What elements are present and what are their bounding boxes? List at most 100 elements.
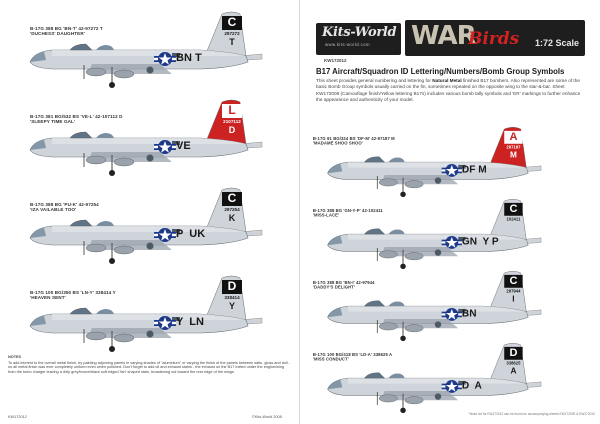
right-sheet: Kits-World www.kits-world.com WAR Birds … [300,0,600,424]
brand-url: www.kits-world.com [325,42,370,47]
brand-logo: Kits-World [322,25,397,40]
tail-sub-letter: Y [228,301,235,311]
b17-profile [29,11,263,88]
aircraft-name: 'DADDY'S DELIGHT' [312,285,356,290]
aircraft-designation: B-17G 388 BG 'BN-I' 42-97944 [312,280,375,285]
tail-serial: 338625 [506,360,521,366]
national-insignia [441,380,462,393]
b17-profile [327,126,542,198]
national-insignia [154,52,176,66]
national-insignia [441,308,462,321]
series-script: Birds [468,29,520,49]
tail-serial: 297944 [506,288,521,294]
tail-serial: 297272 [224,31,240,36]
fuselage-code: P UK [176,228,206,240]
aircraft-caption: B-17G 100 BG/350 BS 'LN-Y' 338414 Y'HEAV… [30,290,116,301]
aircraft-designation: B-17G 100 BG/350 BS 'LN-Y' 338414 Y [30,290,116,295]
b17-profile [29,275,263,352]
sheet-title: B17 Aircraft/Squadron ID Lettering/Numbe… [316,67,565,76]
aircraft-designation: B-17G 91 BG/324 BS 'DF-M' 42-97187 M [312,136,395,141]
fuselage-code: D A [461,380,482,392]
fuselage-code: BN T [176,52,202,64]
tail-letter: C [504,202,523,216]
aircraft-name: 'MISS-LACE' [312,213,340,218]
fuselage-code: GN Y P [461,236,499,248]
aircraft-designation: B-17G 388 BG 'BN-T' 42-97272 T [30,26,103,31]
aircraft-name: 'IZA VAILABLE TOO' [30,207,77,213]
aircraft-name: 'MADAME SHOO SHOO' [312,141,363,146]
aircraft-caption: B-17G 388 BG 'GN-Y-P' 42-102411'MISS-LAC… [313,208,383,218]
tail-serial: 297187 [506,144,521,150]
brand-box [316,23,401,55]
aircraft-caption: B-17G 388 BG 'BN-I' 42-97944'DADDY'S DEL… [313,280,375,290]
b17-profile [29,187,263,264]
fuselage-code: DF M [461,164,487,176]
tail-sub-letter: T [229,37,235,47]
national-insignia [441,164,462,177]
tail-letter: D [504,347,523,360]
tail-serial: 297254 [224,207,240,212]
tail-letter: A [504,130,523,144]
aircraft-designation: B-17G 100 BG/418 BS 'LD-A' 338625 A [312,352,393,357]
sheet-code: KW172012 [324,58,347,63]
aircraft-caption: B-17G 381 BG/532 BS 'VE-L' 42-107112 D'S… [30,114,123,125]
tail-letter: L [222,104,242,118]
tail-letter: D [222,280,242,294]
national-insignia [154,228,176,242]
tail-sub-letter: A [510,366,517,376]
aircraft-name: 'MISS CONDUCT' [312,357,349,362]
notes-block: NOTES To add interest to the overall met… [8,355,290,374]
series-box [405,20,585,56]
fuselage-code: BN [461,308,477,320]
tail-sub-letter: D [228,125,236,135]
desc-part2: finished B17 bombers. Also represented a… [316,78,581,103]
b17-profile [327,342,542,414]
tail-serial: 338414 [224,295,240,300]
national-insignia [154,140,176,154]
tail-sub-letter: I [512,294,515,304]
tail-letter: C [222,192,242,206]
desc-bold: Natural Metal [432,78,462,83]
notes-text: To add interest to the overall metal fin… [8,360,290,374]
fuselage-code: VE [176,140,191,152]
tail-letter: C [222,16,242,30]
copyright: ©Kits-World 2008 [252,415,282,419]
scale-label: 1:72 Scale [535,38,580,48]
tail-serial: 2107112 [223,119,241,124]
national-insignia [154,316,176,330]
aircraft-name: 'HEAVEN SENT' [30,295,66,301]
left-footer-code: KW172012 [8,415,27,419]
b17-profile [29,99,263,176]
b17-profile [327,198,542,270]
aircraft-caption: B-17G 91 BG/324 BS 'DF-M' 42-97187 M'MAD… [313,136,395,146]
series-logo: WAR [411,21,477,51]
sheet-description: This sheet provides general numbering an… [316,78,588,104]
desc-part1: This sheet provides general numbering an… [316,78,433,83]
aircraft-designation: B-17G 381 BG/532 BS 'VE-L' 42-107112 D [30,114,123,119]
tail-serial: 102411 [506,216,521,222]
national-insignia [441,236,462,249]
aircraft-designation: B-17G 388 BG 'PU-K' 42-97254 [30,202,99,207]
tail-letter: C [504,275,523,288]
tail-sub-letter: K [228,213,236,223]
aircraft-name: 'SLEEPY TIME GAL' [30,119,76,125]
b17-profile [327,270,542,342]
aircraft-designation: B-17G 388 BG 'GN-Y-P' 42-102411 [312,208,383,213]
tail-sub-letter: M [509,150,517,160]
aircraft-name: 'DUCHESS' DAUGHTER' [30,31,85,37]
aircraft-caption: B-17G 388 BG 'BN-T' 42-97272 T'DUCHESS' … [30,26,103,37]
aircraft-caption: B-17G 100 BG/418 BS 'LD-A' 338625 A'MISS… [313,352,392,362]
notes-heading: NOTES [8,355,22,359]
fuselage-code: Y LN [176,316,204,328]
aircraft-caption: B-17G 388 BG 'PU-K' 42-97254'IZA VAILABL… [30,202,99,213]
footnote: *Nose Art for KW172012 can be found on a… [468,412,595,416]
